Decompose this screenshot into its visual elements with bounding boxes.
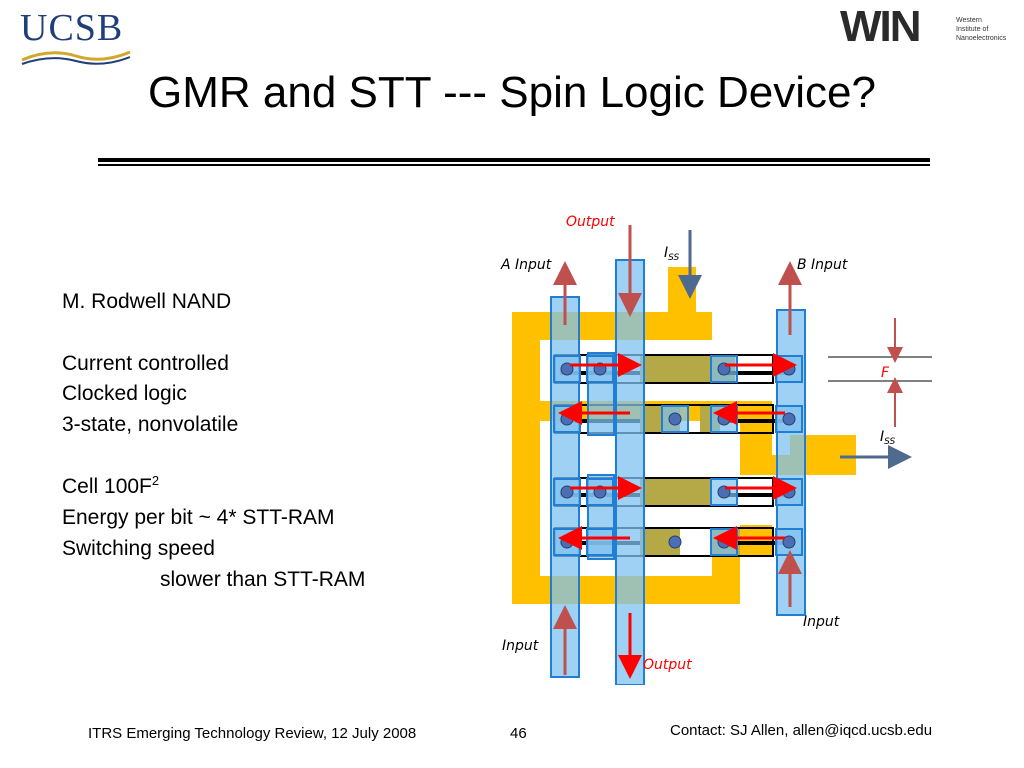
title-rule-thick xyxy=(98,158,930,162)
ucsb-wave-icon xyxy=(21,50,131,65)
title-rule-thin xyxy=(98,164,930,166)
ucsb-logo: UCSB xyxy=(20,6,132,66)
feature-size-marker xyxy=(828,318,932,427)
win-logo: WIN Western Institute of Nanoelectronics xyxy=(840,2,1020,52)
page-number: 46 xyxy=(510,725,527,742)
feature-current-controlled: Current controlled xyxy=(62,352,229,375)
terminal-arrows xyxy=(553,225,912,679)
cell-size: Cell 100F2 xyxy=(62,473,160,498)
footer-citation: ITRS Emerging Technology Review, 12 July… xyxy=(88,725,417,742)
switching-speed-detail: slower than STT-RAM xyxy=(160,568,366,591)
label-iss-right: ISS xyxy=(880,429,896,447)
switching-speed: Switching speed xyxy=(62,537,215,560)
feature-clocked-logic: Clocked logic xyxy=(62,382,187,405)
energy-per-bit: Energy per bit ~ 4* STT-RAM xyxy=(62,506,335,529)
label-b-input: B Input xyxy=(797,257,848,273)
ucsb-logo-text: UCSB xyxy=(20,7,124,49)
slide-title: GMR and STT --- Spin Logic Device? xyxy=(148,68,876,117)
label-a-input: A Input xyxy=(500,257,552,273)
win-logo-subtitle: Western Institute of Nanoelectronics xyxy=(956,17,1007,42)
element-bars xyxy=(640,355,740,556)
author-line: M. Rodwell NAND xyxy=(62,290,232,313)
label-input-bottom-left: Input xyxy=(502,638,539,654)
feature-nonvolatile: 3-state, nonvolatile xyxy=(62,413,239,436)
label-f: F xyxy=(881,365,890,381)
footer-contact: Contact: SJ Allen, allen@iqcd.ucsb.edu xyxy=(670,722,933,739)
label-input-bottom-right: Input xyxy=(803,614,840,630)
label-output-bottom: Output xyxy=(643,657,692,673)
label-output-top: Output xyxy=(566,214,615,230)
magnetization-arrows xyxy=(558,353,797,550)
spin-logic-nand-diagram: Output ISS A Input B Input F ISS Input O… xyxy=(500,214,932,685)
win-logo-text: WIN xyxy=(840,2,922,51)
label-iss-top: ISS xyxy=(664,245,680,263)
